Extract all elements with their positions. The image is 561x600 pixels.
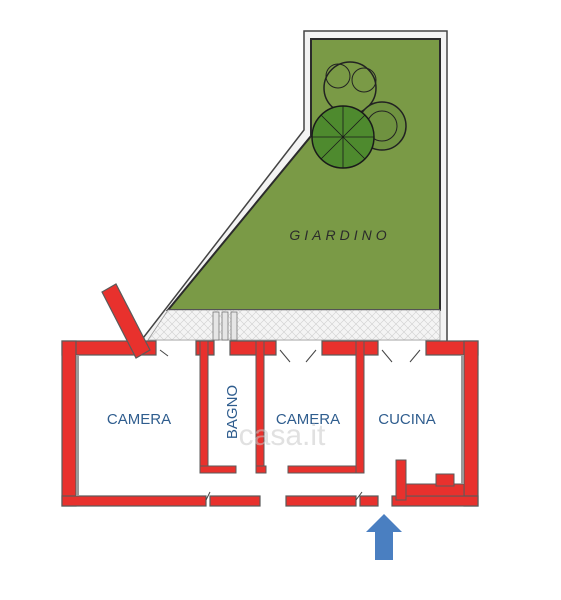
terrace-strip (147, 309, 441, 341)
door-swings (159, 349, 421, 501)
garden-label: GIARDINO (289, 227, 390, 243)
interior-walls (199, 340, 465, 501)
room-label-camera-right: CAMERA (276, 411, 340, 428)
entrance-arrow-icon (366, 514, 402, 560)
tree-icon (311, 61, 407, 169)
watermark: casa.it (239, 419, 326, 452)
wall-shadow (76, 355, 464, 496)
outer-walls (61, 283, 479, 507)
apartment-floor (62, 341, 478, 506)
garden-gate (212, 311, 238, 341)
room-label-cucina: CUCINA (378, 411, 436, 428)
room-label-camera-left: CAMERA (107, 411, 171, 428)
room-label-bagno: BAGNO (224, 385, 241, 439)
